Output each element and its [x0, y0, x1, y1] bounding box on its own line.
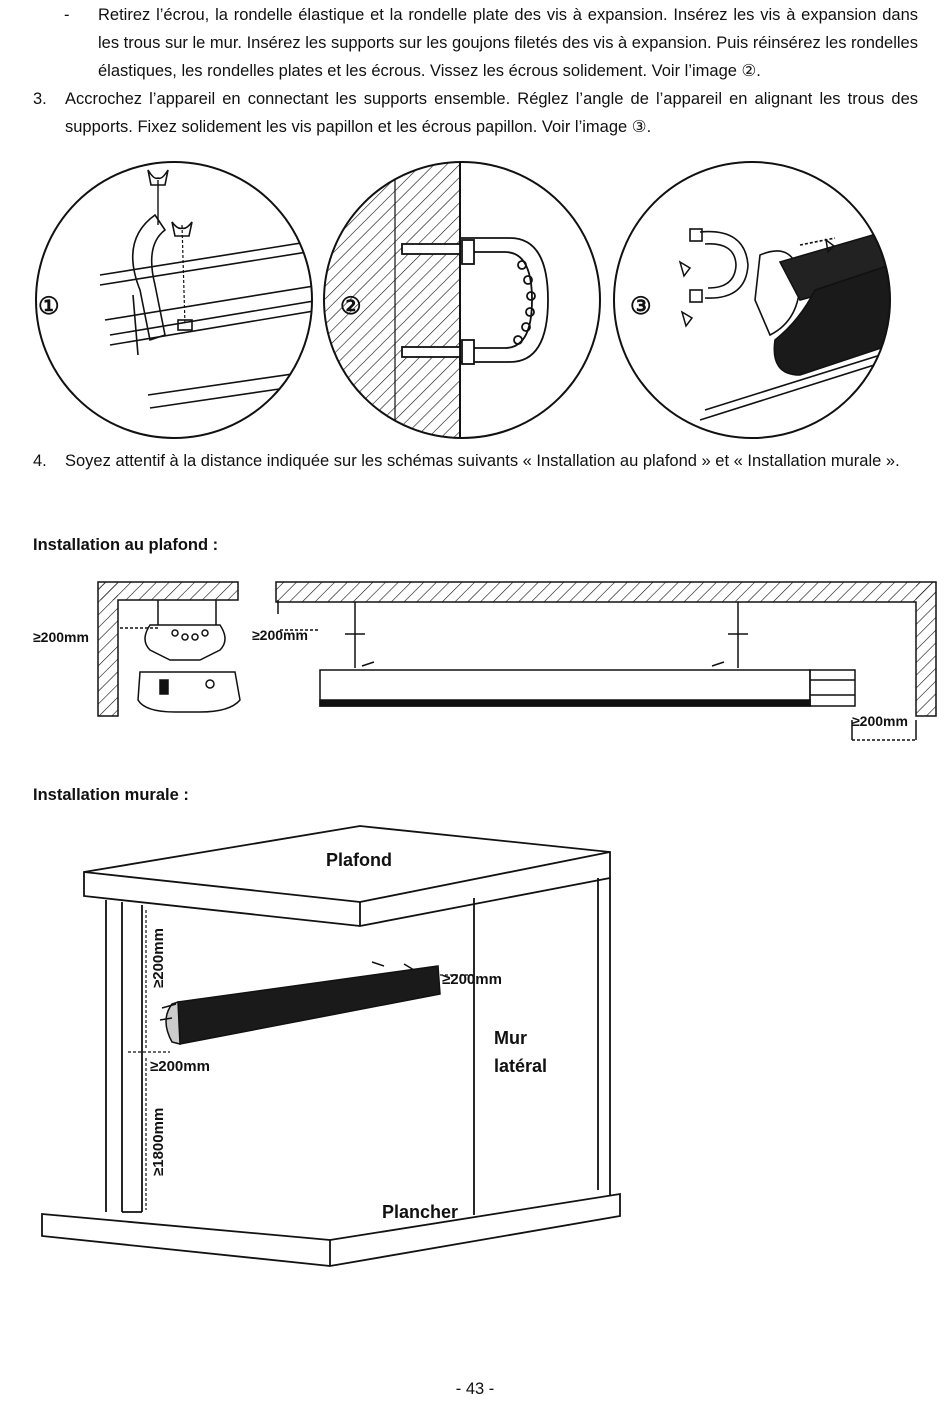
ceiling-dim-right: ≥200mm	[852, 713, 908, 729]
wall-label-side-wall-line1: Mur	[494, 1028, 527, 1048]
ceiling-dim-left: ≥200mm	[33, 629, 89, 645]
bullet-dash: -	[64, 6, 70, 24]
ceiling-front-view	[275, 581, 937, 741]
ceiling-side-view	[97, 581, 241, 717]
instruction-step-4: Soyez attentif à la distance indiquée su…	[65, 452, 900, 470]
wall-label-floor: Plancher	[382, 1202, 458, 1222]
figure-2-wall-mount: ②	[323, 161, 601, 439]
wall-heater	[159, 961, 441, 1045]
instruction-step-3: Accrochez l’appareil en connectant les s…	[65, 90, 918, 136]
wall-label-ceiling: Plafond	[326, 850, 392, 870]
instruction-dash: Retirez l’écrou, la rondelle élastique e…	[98, 6, 918, 80]
wing-screw-icon	[678, 238, 836, 328]
step-4-number: 4.	[33, 452, 47, 470]
figure-1-label: ①	[38, 293, 60, 320]
wall-dim-left: ≥200mm	[150, 1058, 210, 1075]
heading-ceiling-installation: Installation au plafond :	[33, 536, 219, 554]
figure-1-bracket-fastening: ①	[35, 161, 313, 439]
page-number: - 43 -	[455, 1380, 495, 1398]
wall-label-side-wall-line2: latéral	[494, 1056, 547, 1076]
step-3-number: 3.	[33, 90, 47, 108]
heading-wall-installation: Installation murale :	[33, 786, 189, 804]
figure-2-label: ②	[340, 293, 362, 320]
wall-dim-top-vertical: ≥200mm	[150, 928, 167, 988]
wing-nut-icon	[147, 169, 193, 237]
ceiling-dim-middle: ≥200mm	[252, 627, 308, 643]
figure-3-appliance-hanging: ③	[613, 161, 891, 439]
wall-installation-room	[41, 825, 621, 1267]
wall-dim-bottom-vertical: ≥1800mm	[150, 1108, 167, 1176]
figure-3-label: ③	[630, 293, 652, 320]
wall-dim-right: ≥200mm	[442, 971, 502, 988]
